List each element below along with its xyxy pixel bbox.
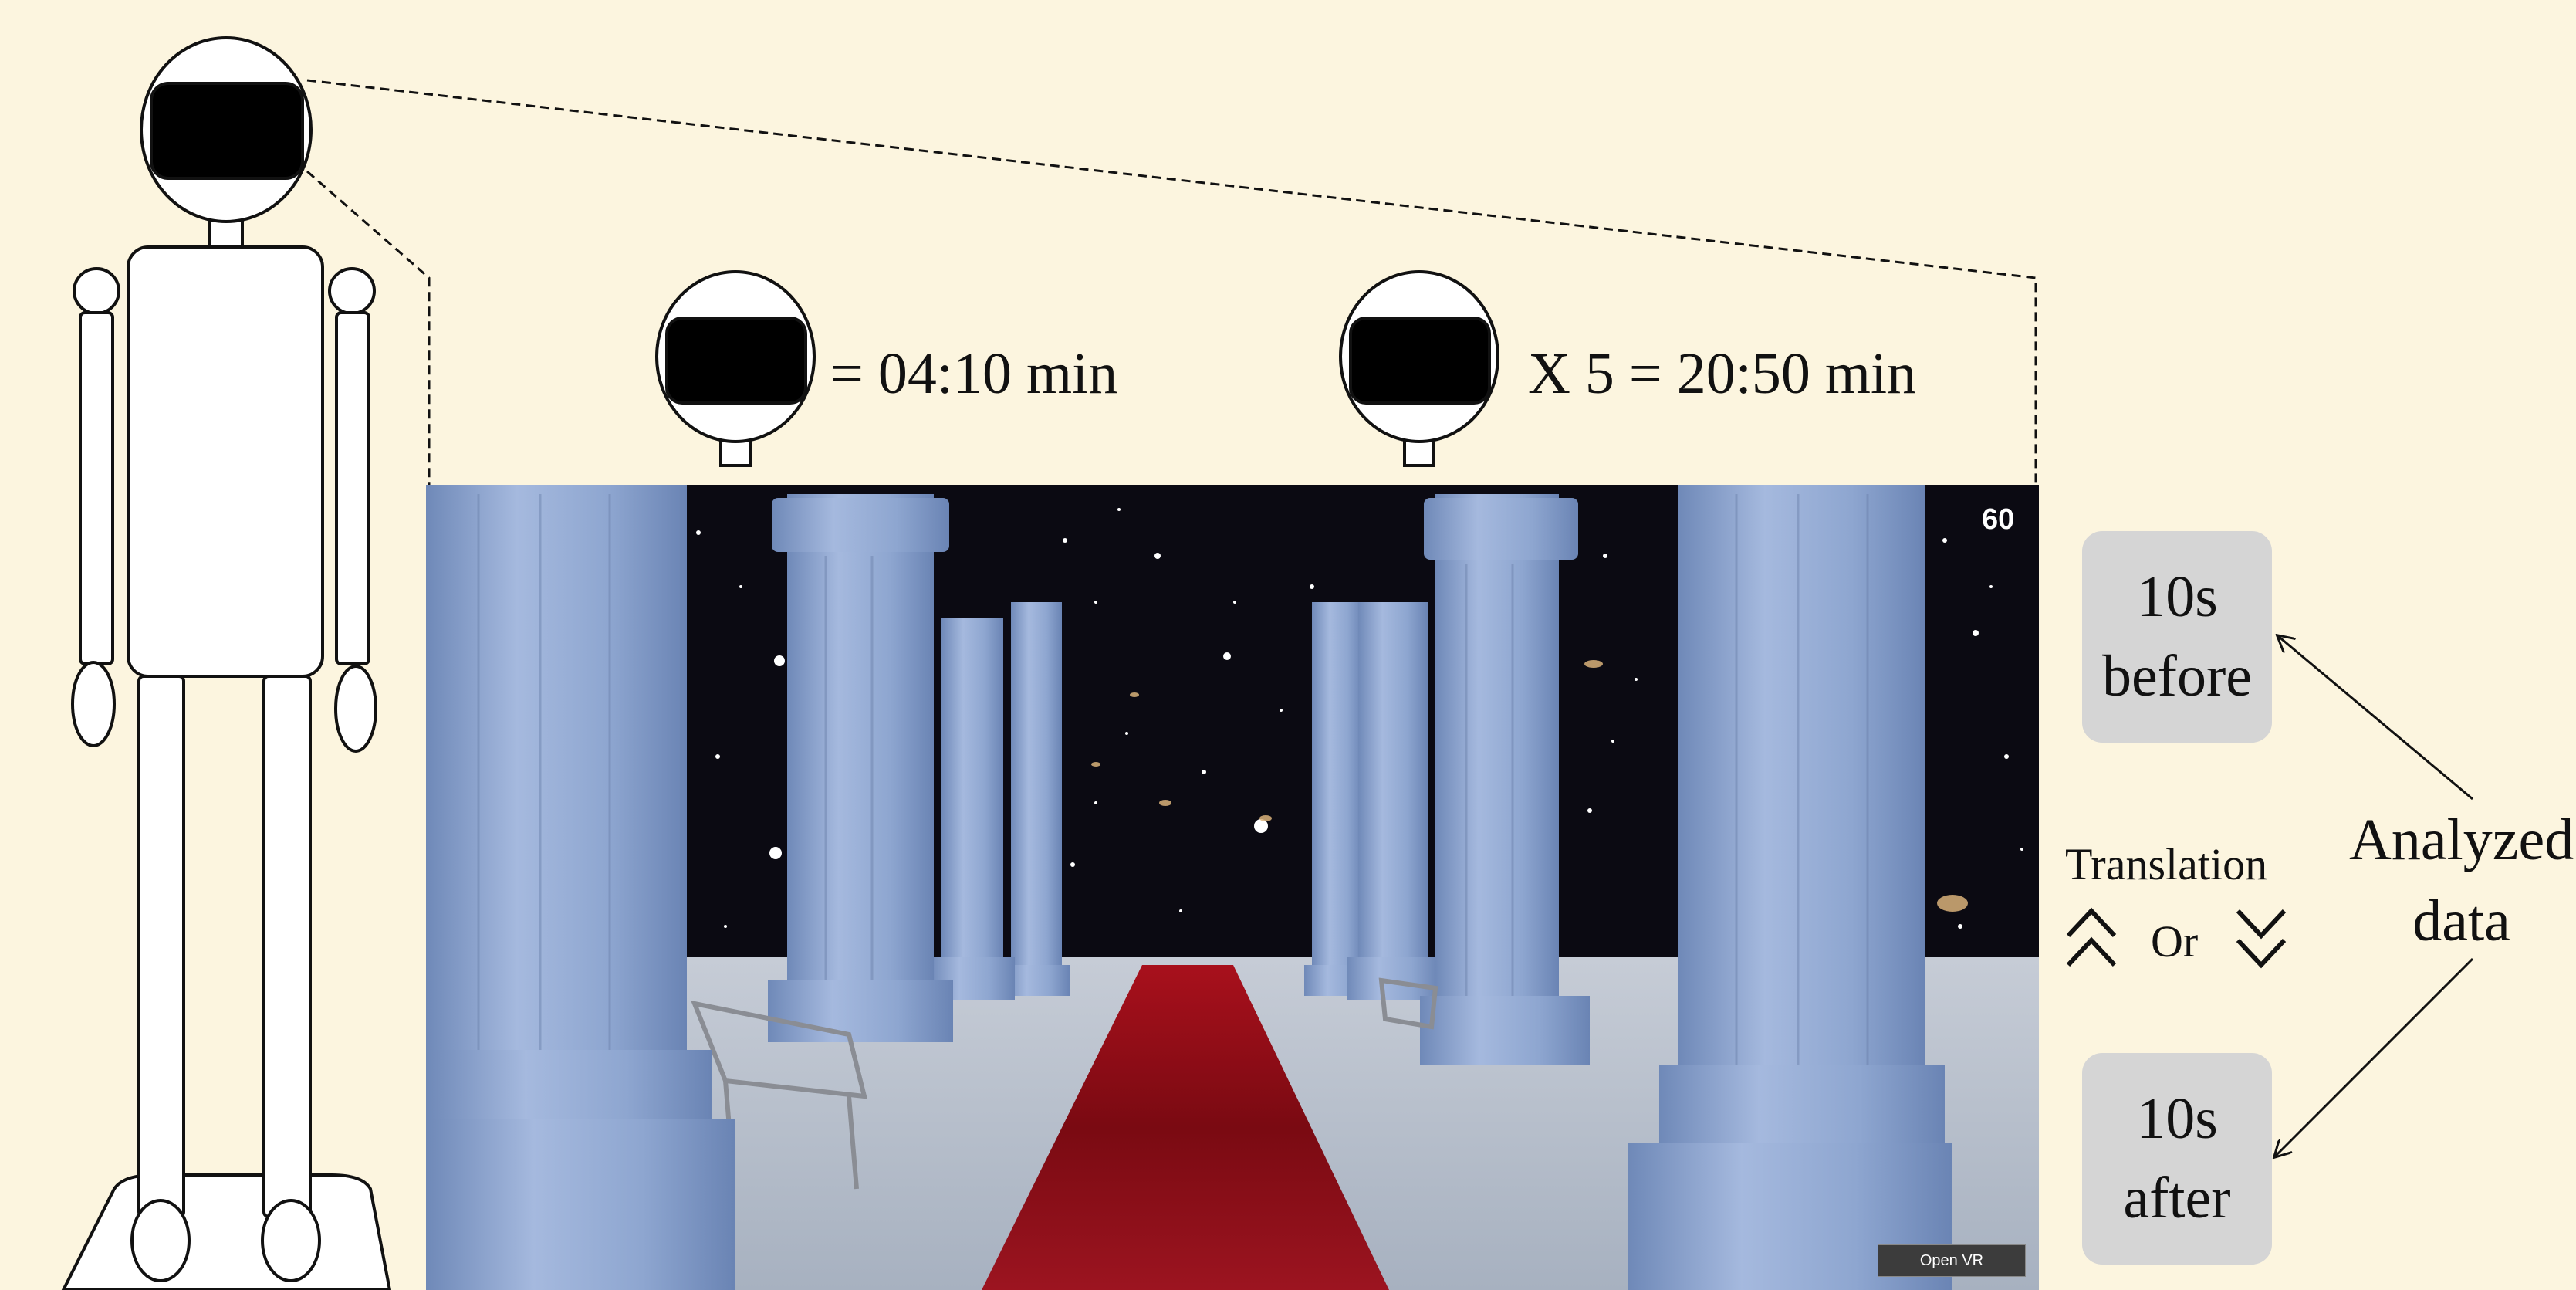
- fps-counter: 60: [1982, 503, 2015, 536]
- or-label: Or: [2151, 916, 2199, 967]
- right-foot: [261, 1199, 321, 1282]
- left-leg: [137, 675, 185, 1218]
- analyzed-line1: Analyzed: [2349, 808, 2574, 872]
- translation-label: Translation: [2065, 839, 2268, 889]
- headset-icon-single: [655, 270, 816, 467]
- left-hand: [71, 661, 116, 747]
- after-box-line2: after: [2123, 1166, 2231, 1231]
- torso: [127, 245, 324, 678]
- arrow-to-before: [2278, 636, 2473, 801]
- before-box-line2: before: [2101, 644, 2253, 709]
- vr-headset-icon: [150, 82, 304, 180]
- right-leg: [262, 675, 312, 1218]
- red-carpet: [982, 965, 1389, 1290]
- analyzed-data-label: Analyzed data: [2349, 800, 2574, 962]
- right-shoulder: [328, 267, 376, 315]
- open-vr-button[interactable]: Open VR: [1878, 1244, 2026, 1277]
- right-hand: [334, 665, 377, 753]
- view-frustum-lines: [306, 79, 2037, 485]
- single-session-duration: = 04:10 min: [830, 341, 1118, 406]
- platform: [61, 1173, 392, 1290]
- after-box-line1: 10s: [2136, 1086, 2218, 1152]
- right-arm: [335, 311, 370, 665]
- arrow-to-after: [2275, 957, 2474, 1156]
- person-figure: [61, 36, 392, 1290]
- analysis-arrows: [2275, 636, 2474, 1156]
- chevron-up-icon: [2066, 907, 2117, 967]
- chevron-down-icon: [2236, 909, 2287, 969]
- starfield: [696, 508, 2023, 929]
- left-foot: [130, 1199, 191, 1282]
- total-session-duration: X 5 = 20:50 min: [1528, 341, 1917, 406]
- pillar-flutes: [477, 494, 1869, 1065]
- neck: [208, 219, 244, 249]
- analyzed-line2: data: [2412, 888, 2510, 953]
- left-shoulder: [73, 267, 120, 315]
- left-arm: [79, 311, 114, 665]
- vr-scene: [426, 485, 2039, 1290]
- headset-icon-total: [1339, 270, 1499, 467]
- before-box-line1: 10s: [2136, 564, 2218, 630]
- galaxies: [1091, 660, 1968, 912]
- before-window-box: 10s before: [2082, 531, 2272, 743]
- after-window-box: 10s after: [2082, 1053, 2272, 1265]
